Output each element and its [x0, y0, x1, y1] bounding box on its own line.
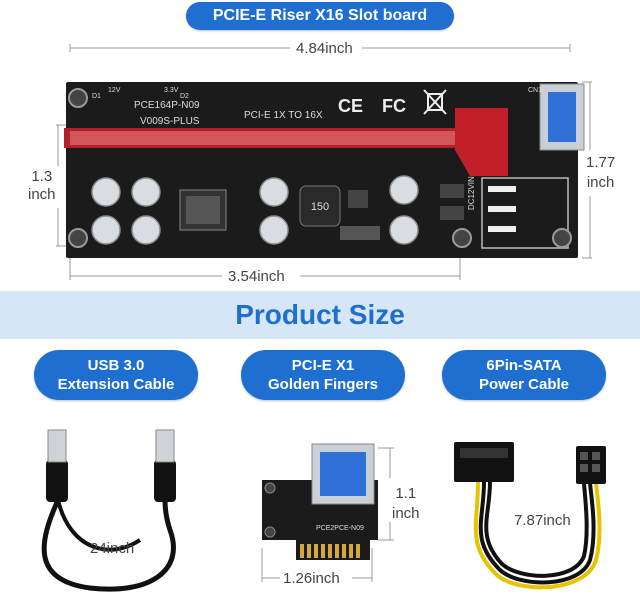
pcie-height-label: 1.1 inch	[392, 484, 420, 524]
board-height-left-label: 1.3 inch	[28, 168, 56, 204]
product-pcie-line1: PCI-E X1	[291, 357, 355, 374]
board-height-right-unit: inch	[586, 174, 615, 191]
power-connector	[481, 177, 569, 249]
silk-33v: 3.3V	[164, 87, 179, 94]
product-usb-line2: Extension Cable	[57, 376, 175, 393]
product-sata-line1: 6Pin-SATA	[486, 357, 562, 374]
silk-12v: 12V	[108, 87, 121, 94]
pcie-silk: PCE2PCE-N09	[316, 525, 364, 532]
silk-slot: PCI-E 1X TO 16X	[244, 110, 323, 121]
board-bottom-label: 3.54inch	[228, 268, 285, 285]
board-height-right-value: 1.77	[586, 154, 616, 171]
board-height-right-label: 1.77 inch	[586, 153, 615, 193]
product-pill-usb: USB 3.0 Extension Cable	[34, 350, 198, 400]
section-band	[0, 291, 640, 339]
section-title: Product Size	[235, 299, 405, 330]
pcie-height-value: 1.1	[395, 485, 417, 502]
weee-icon	[423, 89, 447, 115]
product-pcie-line2: Golden Fingers	[267, 376, 378, 393]
product-usb-line1: USB 3.0	[87, 357, 145, 374]
header-title: PCIE-E Riser X16 Slot board	[186, 2, 454, 30]
usb-cable-length: 24inch	[90, 540, 135, 557]
board-width-label: 4.84inch	[296, 40, 353, 57]
silk-d1: D1	[92, 93, 101, 100]
slot-latch	[455, 108, 508, 176]
silk-model: PCE164P-N09	[134, 100, 200, 111]
inductor	[299, 185, 341, 227]
cert-fc: FC	[382, 96, 406, 116]
pcie-width-label: 1.26inch	[283, 570, 340, 587]
inductor-label: 150	[311, 201, 329, 213]
pcie-adapter-image: PCE2PCE-N09	[261, 443, 394, 582]
board-height-left-value: 1.3	[31, 168, 53, 185]
sata-cable-image	[454, 442, 606, 590]
board-height-left-unit: inch	[28, 186, 56, 203]
riser-board-image: 150 PCE164P-N09 V009S-PLUS PCI-E 1X TO 1…	[56, 44, 592, 280]
silk-power: DC12VIN	[467, 176, 476, 210]
product-pill-pcie: PCI-E X1 Golden Fingers	[241, 350, 405, 400]
product-pill-sata: 6Pin-SATA Power Cable	[442, 350, 606, 400]
silk-version: V009S-PLUS	[140, 116, 200, 127]
cert-ce: CE	[338, 96, 363, 116]
silk-cn1: CN1	[528, 87, 542, 94]
silk-d2: D2	[180, 93, 189, 100]
pcie-height-unit: inch	[392, 505, 420, 522]
sata-cable-length: 7.87inch	[514, 512, 571, 529]
usb-cable-image	[41, 429, 176, 592]
product-sata-line2: Power Cable	[478, 376, 570, 393]
